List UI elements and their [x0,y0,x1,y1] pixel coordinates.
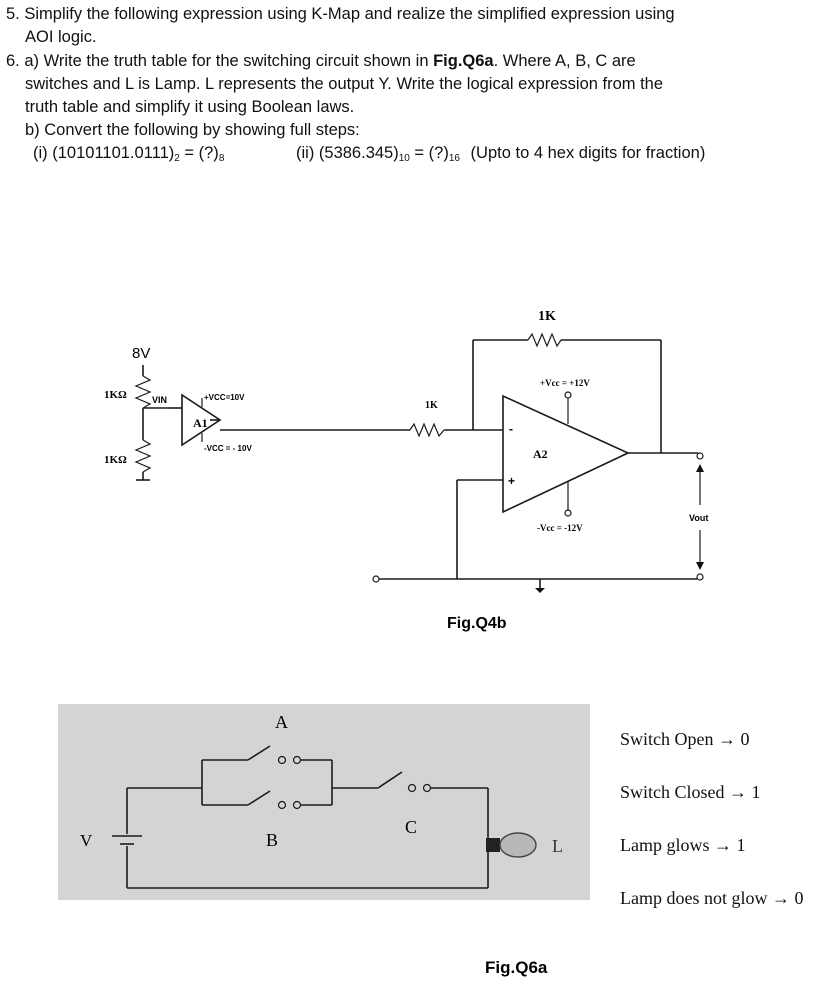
legend-switch-closed: Switch Closed → 1 [620,782,761,802]
q5-line1: 5. Simplify the following expression usi… [6,5,675,23]
r-in-label: 1K [425,400,438,411]
lamp-base [486,838,500,852]
a2-minus: - [509,422,513,436]
label-v: V [80,831,93,850]
q6a-line3: truth table and simplify it using Boolea… [25,98,355,116]
resistor-top [134,375,152,409]
lamp-bulb [499,832,537,858]
q6b-line: b) Convert the following by showing full… [25,121,360,139]
opamp-a1 [181,393,222,447]
resistor-bottom [134,439,152,473]
resistor-feedback [527,332,562,348]
a2-plus: + [508,474,515,488]
legend-lamp-glows: Lamp glows → 1 [620,835,746,855]
r-bottom-label: 1KΩ [104,454,127,466]
vout-label: Vout [689,513,708,523]
fig-q6a-ref: Fig.Q6a [433,52,494,70]
vin-label: VIN [152,395,167,405]
switch-c [377,771,403,789]
a1-vneg-label: -VCC = - 10V [204,444,252,453]
v8-label: 8V [132,345,150,362]
a2-vpos-label: +Vcc = +12V [540,378,590,388]
label-l: L [552,836,563,856]
label-b: B [266,830,278,850]
q5-line2: AOI logic. [25,28,97,46]
a1-vpos-label: +VCC=10V [204,393,245,402]
fig-q4b-caption: Fig.Q4b [447,615,507,632]
fig-q6a-caption: Fig.Q6a [485,958,548,977]
a2-vneg-label: -Vcc = -12V [537,523,583,533]
opamp-a2 [502,394,630,514]
label-a: A [275,712,288,732]
fig-q6a-background [58,704,590,900]
q6a-line2: switches and L is Lamp. L represents the… [25,75,664,93]
legend-switch-open: Switch Open → 0 [620,729,750,749]
legend-lamp-not-glow: Lamp does not glow → 0 [620,888,804,908]
r-fb-label: 1K [538,309,556,324]
label-c: C [405,817,417,837]
switch-b [247,790,271,806]
a2-label: A2 [533,447,548,461]
switch-a [247,745,271,761]
q6b-conversion-1: (i) (10101101.0111)2 = (?)8 [33,144,225,164]
resistor-input [409,422,445,438]
r-top-label: 1KΩ [104,389,127,401]
q6b-conversion-2: (ii) (5386.345)10 = (?)16 (Upto to 4 hex… [296,144,706,164]
q6a-line1: 6. a) Write the truth table for the swit… [6,52,636,70]
a1-label: A1 [193,416,208,430]
